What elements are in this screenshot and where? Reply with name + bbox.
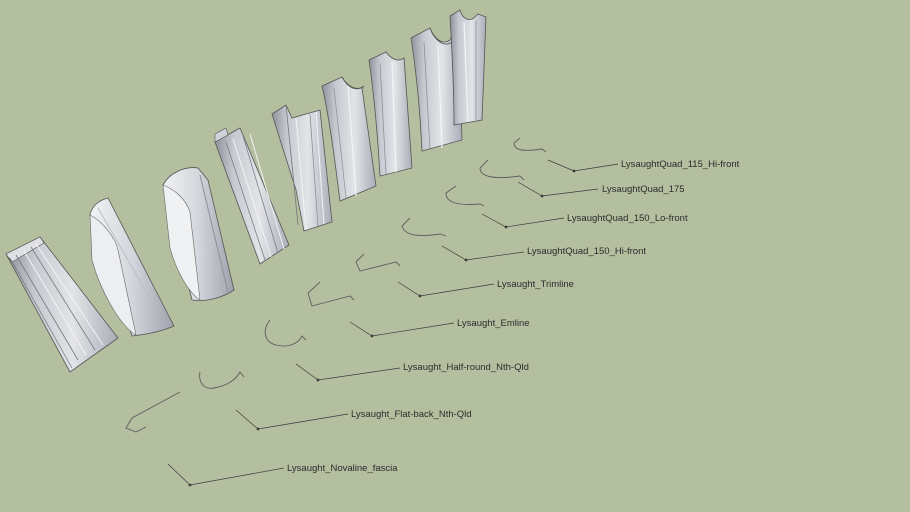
profile-trimline (355, 253, 401, 272)
gutter-model-trimline (271, 104, 333, 232)
leader-flat-back (235, 409, 349, 430)
label-quad-175: LysaughtQuad_175 (602, 184, 685, 195)
gutter-model-quad-115-hi-front (449, 9, 487, 126)
gutter-model-novaline-fascia (5, 236, 119, 373)
label-quad-150-hi-front: LysaughtQuad_150_Hi-front (527, 246, 647, 257)
gutter-profiles (125, 137, 547, 433)
leader-lines (167, 159, 619, 486)
label-novaline-fascia: Lysaught_Novaline_fascia (287, 463, 398, 474)
leader-arrowheads (188, 169, 576, 487)
leader-half-round (295, 363, 401, 381)
gutter-model-quad-150-hi-front (321, 76, 377, 202)
leader-quad-115-hi-front (547, 159, 619, 172)
profile-quad-150-hi-front (401, 217, 447, 237)
leader-quad-150-lo-front (481, 213, 565, 228)
gutter-model-half-round (162, 167, 235, 301)
gutter-model-quad-175 (410, 17, 463, 152)
profile-quad-175 (479, 159, 525, 181)
profile-quad-115-hi-front (513, 137, 547, 153)
leader-quad-175 (517, 181, 599, 197)
leader-novaline-fascia (167, 463, 285, 486)
leader-quad-150-hi-front (441, 245, 525, 261)
profile-novaline-fascia (125, 391, 181, 433)
label-flat-back-nth-qld: Lysaught_Flat-back_Nth-Qld (351, 409, 472, 420)
label-emline: Lysaught_Emline (457, 318, 530, 329)
label-half-round-nth-qld: Lysaught_Half-round_Nth-Qld (403, 362, 529, 373)
gutter-model-quad-150-lo-front (368, 51, 413, 177)
profile-flat-back (199, 371, 245, 389)
label-quad-115-hi-front: LysaughtQuad_115_Hi-front (621, 159, 740, 170)
profile-emline (307, 281, 355, 307)
label-quad-150-lo-front: LysaughtQuad_150_Lo-front (567, 213, 688, 224)
label-trimline: Lysaught_Trimline (497, 279, 574, 290)
gutter-model-emline (214, 127, 290, 265)
profile-quad-150-lo-front (445, 185, 485, 207)
gutter-model-flat-back (89, 197, 175, 337)
leader-emline (349, 321, 455, 337)
profile-half-round (264, 319, 307, 347)
leader-trimline (397, 281, 495, 297)
